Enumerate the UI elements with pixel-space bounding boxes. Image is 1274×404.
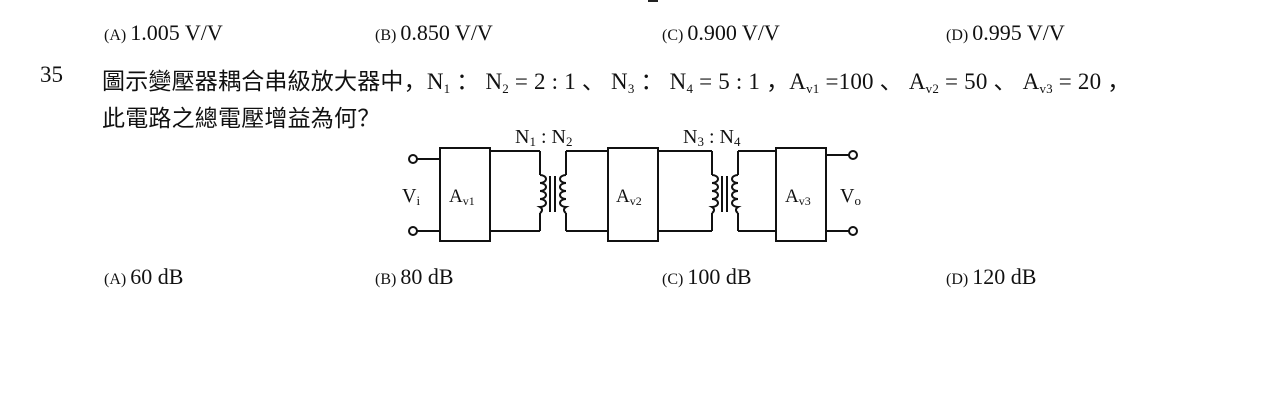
option-d[interactable]: (D)120 dB — [946, 264, 1037, 289]
ratio-n1-n2-label: N1 : N2 — [515, 126, 572, 149]
amplifier-av3-label: Av3 — [785, 186, 811, 208]
question-line-1: 圖示變壓器耦合串級放大器中，N1 ： N2 = 2 : 1 、 N3 ： N4 … — [102, 69, 1131, 96]
option-a[interactable]: (A)60 dB — [104, 264, 184, 289]
prev-option-d[interactable]: (D)0.995 V/V — [946, 20, 1065, 45]
output-terminal-top — [848, 150, 858, 160]
transformer-1-secondary-coil — [559, 174, 570, 214]
transformer-1-primary-coil — [536, 174, 547, 214]
output-voltage-label: Vo — [840, 185, 861, 208]
prev-option-a[interactable]: (A)1.005 V/V — [104, 20, 223, 45]
amplifier-av1-label: Av1 — [449, 186, 475, 208]
amplifier-av2-box — [607, 147, 659, 242]
option-c[interactable]: (C)100 dB — [662, 264, 752, 289]
output-terminal-bottom — [848, 226, 858, 236]
ratio-n3-n4-label: N3 : N4 — [683, 126, 741, 149]
prev-option-b[interactable]: (B)0.850 V/V — [375, 20, 493, 45]
amplifier-av2-label: Av2 — [616, 186, 642, 208]
option-b[interactable]: (B)80 dB — [375, 264, 454, 289]
amplifier-av3-box — [775, 147, 827, 242]
transformer-2-primary-coil — [708, 174, 719, 214]
amplifier-av1-box — [439, 147, 491, 242]
input-terminal-top — [408, 154, 418, 164]
input-voltage-label: Vi — [402, 185, 420, 208]
prev-option-c[interactable]: (C)0.900 V/V — [662, 20, 780, 45]
question-number: 35 — [40, 62, 63, 87]
transformer-2-secondary-coil — [731, 174, 742, 214]
input-terminal-bottom — [408, 226, 418, 236]
question-line-2: 此電路之總電壓增益為何？ — [102, 106, 381, 131]
page-top-mark — [648, 0, 658, 2]
